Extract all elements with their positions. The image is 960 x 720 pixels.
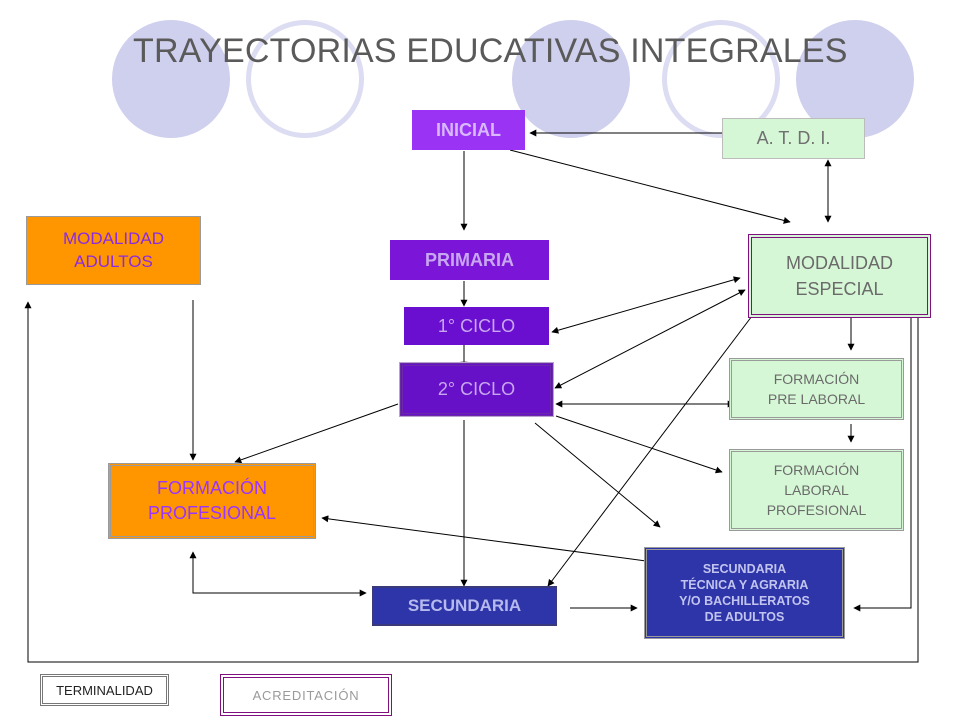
node-secundaria: SECUNDARIA	[372, 586, 557, 626]
node-primaria: PRIMARIA	[390, 240, 549, 280]
arrow-segundo-ciclo-laboral-profesional	[555, 415, 723, 474]
node-formacion-profesional: FORMACIÓN PROFESIONAL	[108, 463, 316, 539]
node-segundo-ciclo: 2° CICLO	[399, 362, 554, 417]
arrow-segundo-ciclo-especial	[554, 289, 746, 389]
node-primer-ciclo: 1° CICLO	[404, 307, 549, 345]
decorative-circle	[112, 20, 230, 138]
node-inicial: INICIAL	[412, 110, 525, 150]
node-secundaria-tecnica: SECUNDARIA TÉCNICA Y AGRARIA Y/O BACHILL…	[644, 547, 845, 639]
node-segundo-ciclo-label: 2° CICLO	[437, 379, 516, 399]
legend-terminalidad: TERMINALIDAD	[40, 674, 169, 706]
node-atdi: A. T. D. I.	[722, 118, 865, 159]
node-formacion-pre-laboral: FORMACIÓN PRE LABORAL	[729, 358, 904, 420]
arrow-inicial-to-especial	[509, 149, 791, 224]
node-primer-ciclo-label: 1° CICLO	[437, 315, 516, 336]
node-modalidad-adultos: MODALIDAD ADULTOS	[26, 216, 201, 285]
node-secundaria-label: SECUNDARIA	[407, 596, 522, 615]
node-modalidad-especial-label: MODALIDAD ESPECIAL	[785, 252, 893, 299]
arrow-formacion-profesional-secundaria	[189, 551, 367, 597]
arrow-primer-ciclo-especial	[551, 276, 741, 334]
legend-acreditacion-label: ACREDITACIÓN	[252, 687, 360, 703]
decorative-circle	[512, 20, 630, 138]
node-formacion-laboral-profesional-label: FORMACIÓN LABORAL PROFESIONAL	[766, 461, 867, 519]
node-modalidad-especial: MODALIDAD ESPECIAL	[748, 234, 931, 318]
legend-terminalidad-label: TERMINALIDAD	[56, 682, 153, 698]
arrow-especial-to-adultos-loop	[24, 301, 919, 663]
node-formacion-laboral-profesional: FORMACIÓN LABORAL PROFESIONAL	[729, 449, 904, 531]
page-title: TRAYECTORIAS EDUCATIVAS INTEGRALES	[133, 32, 848, 70]
arrow-segundo-ciclo-to-formacion-profesional	[234, 403, 399, 464]
node-formacion-pre-laboral-label: FORMACIÓN PRE LABORAL	[767, 370, 866, 407]
arrow-especial-to-secundaria	[547, 315, 753, 587]
node-formacion-profesional-label: FORMACIÓN PROFESIONAL	[147, 477, 277, 523]
node-inicial-label: INICIAL	[436, 119, 501, 140]
arrow-especial-to-secundaria-tecnica	[853, 314, 912, 612]
arrow-secundaria-tecnica-to-formacion-profesional	[321, 515, 647, 562]
decorative-ring	[246, 20, 364, 138]
node-primaria-label: PRIMARIA	[425, 249, 514, 270]
node-modalidad-adultos-label: MODALIDAD ADULTOS	[62, 228, 165, 271]
legend-acreditacion: ACREDITACIÓN	[220, 674, 392, 716]
node-secundaria-tecnica-label: SECUNDARIA TÉCNICA Y AGRARIA Y/O BACHILL…	[679, 561, 810, 625]
node-atdi-label: A. T. D. I.	[756, 128, 831, 148]
arrow-segundo-ciclo-diagonal	[534, 422, 661, 528]
